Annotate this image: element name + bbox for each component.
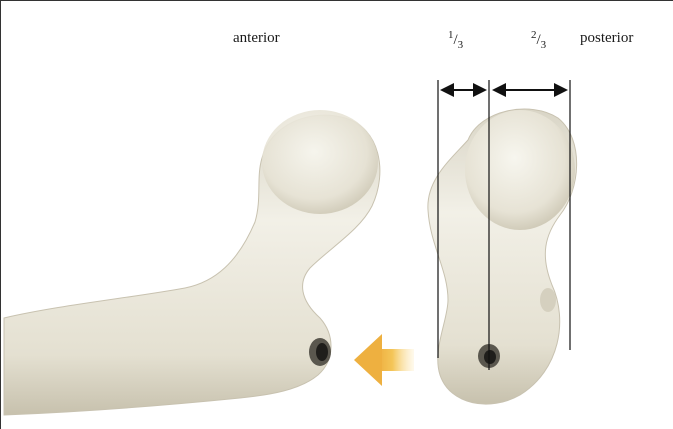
arrow-two-thirds	[492, 83, 568, 97]
femur-anterior-view	[4, 110, 380, 415]
arrow-one-third	[440, 83, 487, 97]
view-direction-arrow	[354, 334, 414, 386]
femur-end-view	[428, 109, 577, 404]
